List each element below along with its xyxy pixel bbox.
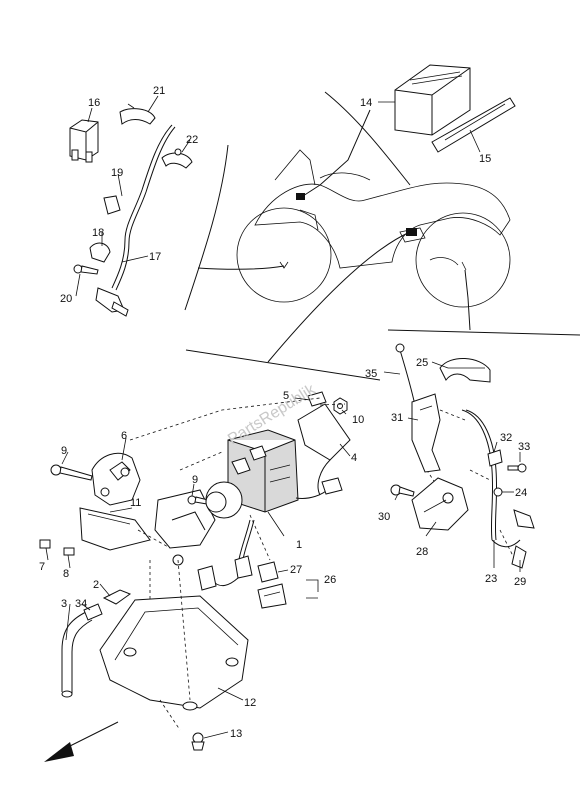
- callout-25: 25: [416, 357, 428, 369]
- bracket-4: [297, 403, 351, 496]
- callout-30: 30: [378, 511, 390, 523]
- callout-34: 34: [75, 598, 87, 610]
- callout-17: 17: [149, 251, 161, 263]
- coupler-26: [257, 583, 287, 609]
- sensor-harness: [89, 124, 176, 317]
- bolt-24: [493, 487, 503, 497]
- callout-20: 20: [60, 293, 72, 305]
- callout-22: 22: [186, 134, 198, 146]
- cover-12: [99, 595, 249, 711]
- bolt-33: [507, 463, 527, 473]
- callout-23: 23: [485, 573, 497, 585]
- callout-2: 2: [93, 579, 99, 591]
- callout-5: 5: [283, 390, 289, 402]
- sensor-mount-28: [411, 477, 469, 531]
- callout-1: 1: [296, 539, 302, 551]
- callout-13: 13: [230, 728, 242, 740]
- bolt-30: [390, 484, 415, 497]
- clamp-32: [487, 449, 503, 467]
- bracket-31: [411, 393, 441, 473]
- callout-15: 15: [479, 153, 491, 165]
- callout-16: 16: [88, 97, 100, 109]
- callout-21: 21: [153, 85, 165, 97]
- callout-14: 14: [360, 97, 372, 109]
- callout-6: 6: [121, 430, 127, 442]
- callout-27: 27: [290, 564, 302, 576]
- bracket-6: [91, 452, 141, 506]
- section-dividers: [184, 91, 581, 381]
- rubber-band: [431, 97, 516, 153]
- tie-35: [395, 343, 417, 411]
- pipe-2: [102, 589, 132, 605]
- bracket-11: [79, 507, 151, 551]
- callout-3: 3: [61, 598, 67, 610]
- callout-9-center: 9: [192, 474, 198, 486]
- callout-4: 4: [351, 452, 357, 464]
- callout-33: 33: [518, 441, 530, 453]
- callout-18: 18: [92, 227, 104, 239]
- callout-19: 19: [111, 167, 123, 179]
- motorcycle-outline: [236, 149, 511, 308]
- bolt-9-left: [50, 464, 93, 481]
- callout-28: 28: [416, 546, 428, 558]
- callout-35: 35: [365, 368, 377, 380]
- arrow-down-left-icon: [44, 721, 119, 762]
- bolt-20: [73, 264, 99, 275]
- callout-31: 31: [391, 412, 403, 424]
- clamp-21: [119, 103, 156, 125]
- callout-24: 24: [515, 487, 527, 499]
- callout-7: 7: [39, 561, 45, 573]
- hose-3: [61, 611, 93, 698]
- callout-9-left: 9: [61, 445, 67, 457]
- callout-10: 10: [352, 414, 364, 426]
- callout-12: 12: [244, 697, 256, 709]
- relay: [69, 119, 99, 163]
- callout-26: 26: [324, 574, 336, 586]
- abs-unit: [205, 429, 299, 519]
- abs-harness: [197, 477, 343, 591]
- clamp-22: [161, 148, 193, 169]
- guard-25: [439, 357, 491, 383]
- callout-32: 32: [500, 432, 512, 444]
- callout-29: 29: [514, 576, 526, 588]
- damper-5: [307, 391, 327, 407]
- callout-11: 11: [130, 497, 141, 509]
- rubber-7: [39, 539, 51, 549]
- bolt-13: [191, 732, 205, 751]
- callout-leaders: [45, 95, 521, 739]
- clamp-34: [83, 603, 103, 621]
- callout-labels: 1 2 3 4 5 6 7 8 9 9 10 11 12 13 14 15 16…: [39, 85, 530, 740]
- nut-10: [333, 397, 348, 415]
- callout-8: 8: [63, 568, 69, 580]
- ecu-unit: [394, 64, 471, 136]
- rubber-8: [63, 547, 75, 556]
- bolt-9-center: [187, 495, 209, 505]
- coupler-27: [257, 561, 279, 583]
